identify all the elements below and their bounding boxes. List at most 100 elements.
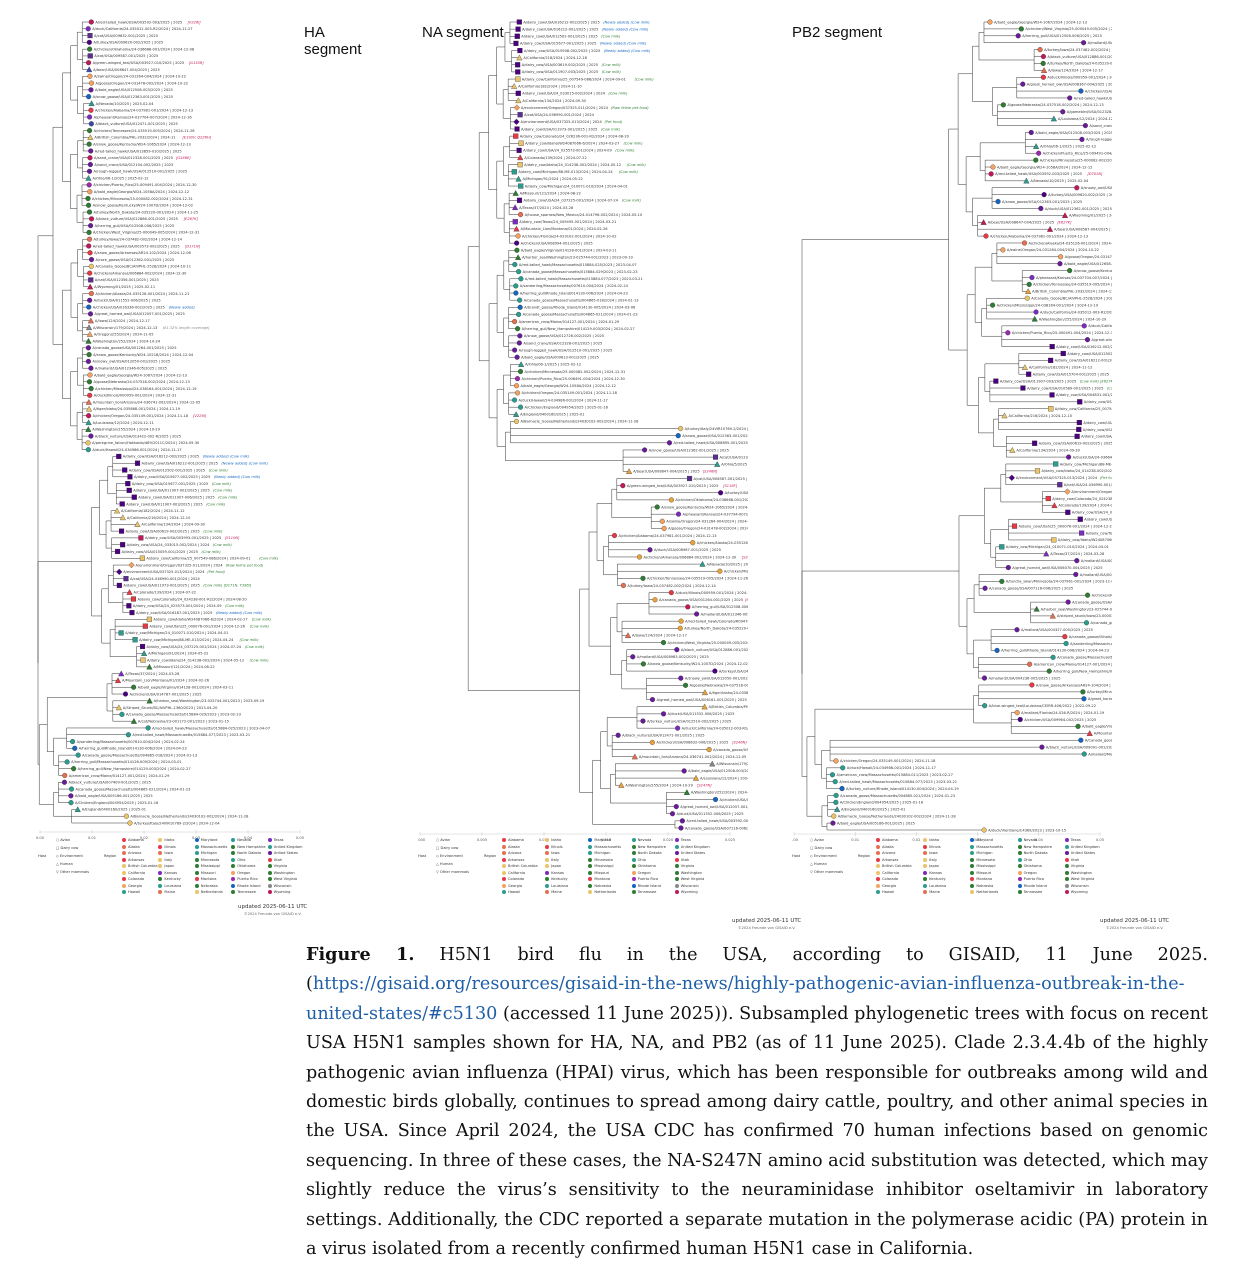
na-tip-marker bbox=[517, 304, 523, 310]
region-color-swatch bbox=[588, 883, 593, 888]
pb2-tips: A/bald_eagle/Georgia/W24-1067/2024 | 202… bbox=[829, 19, 1112, 833]
na-tip-label: A/red-tailed_hawk/USA/008895-001/2025 | … bbox=[673, 441, 748, 445]
region-legend-label: Colorado bbox=[882, 877, 899, 881]
na-tip-marker bbox=[517, 154, 524, 161]
region-color-swatch bbox=[876, 877, 880, 881]
pb2-tip-marker bbox=[1081, 323, 1087, 329]
ha-tip-marker bbox=[138, 535, 144, 541]
pb2-tip-label: A/canada_goose/Massachusetts/004865-018/… bbox=[1057, 656, 1112, 660]
region-color-swatch bbox=[1064, 890, 1069, 894]
na-tip-marker bbox=[513, 383, 520, 389]
pb2-tip-marker bbox=[1079, 530, 1085, 536]
na-tip-label: A/goose/Nebraska/24-037518-002/2024 | 20… bbox=[690, 684, 748, 688]
na-tip-marker bbox=[626, 468, 633, 474]
pb2-tip-marker bbox=[839, 786, 845, 792]
ha-tip-label: A/Barnacle_Goose/Netherlands/24030102-00… bbox=[130, 815, 249, 819]
region-legend-label: Nebraska bbox=[200, 883, 218, 888]
region-color-swatch bbox=[231, 851, 236, 855]
pb2-tip-label: A/Mountain_Lion/Montana/01/2024 | 2024-0… bbox=[1094, 732, 1112, 736]
region-color-swatch bbox=[231, 864, 236, 868]
na-tip-label: A/red-tailed_hawk/Massachusetts/015884-0… bbox=[519, 263, 637, 267]
pb2-tip-marker bbox=[1023, 177, 1030, 184]
na-tip-marker bbox=[518, 361, 525, 367]
na-tip-label: A/dairy_cow/USA/24_025573-001/2024 | 202… bbox=[523, 149, 612, 153]
region-legend-label: United Kingdom bbox=[680, 844, 710, 849]
ha-tip-label: A/dairy_cow/Michigan/24_010071-010/2024 … bbox=[125, 631, 228, 635]
ha-tip-marker bbox=[113, 507, 121, 514]
region-color-swatch bbox=[876, 870, 880, 875]
region-legend-label: Louisiana bbox=[164, 883, 182, 888]
region-color-swatch bbox=[923, 844, 928, 849]
ha-tip-label: A/chicken/Oklahoma/24-036668-001/2024 | … bbox=[94, 47, 195, 51]
region-legend-label: Oklahoma bbox=[637, 864, 656, 868]
region-legend-item: Ohio bbox=[1017, 857, 1032, 862]
region-legend-item: Maryland bbox=[194, 838, 218, 842]
region-legend-label: Maryland bbox=[200, 838, 218, 842]
pb2-tip-label: A/turkey/Iowa/24-037482-002/2024 | 2024-… bbox=[1044, 48, 1112, 52]
na-tip-marker bbox=[514, 33, 520, 39]
caption-link[interactable]: https://gisaid.org/resources/gisaid-in-t… bbox=[306, 974, 1185, 1024]
ha-tip-label: A/red-tailed_hawk/Massachusetts/015884-0… bbox=[152, 726, 270, 730]
ha-tip-label: A/Washington/255/2024 | 2024-10-29 bbox=[92, 428, 160, 432]
na-tip-label: A/dairy_cow/Idaho/24_014238-002/2024 | 2… bbox=[524, 163, 621, 167]
pb2-tip-label: A/chicken/Minnesota/25-000082-002/2024 |… bbox=[1040, 158, 1112, 162]
pb2-tip-label: A/duck/California/24-035012-003/2024 | 2… bbox=[1088, 324, 1112, 328]
pb2-axis: 0.000.010.020.030.040.05 bbox=[792, 832, 1104, 842]
ha-tip-marker bbox=[128, 561, 135, 569]
na-tip-marker bbox=[717, 568, 723, 574]
pb2-tip-marker bbox=[1049, 344, 1055, 350]
region-color-swatch bbox=[122, 883, 126, 888]
region-color-swatch bbox=[1064, 844, 1069, 849]
na-tip-label: A/Washington/252/2024 | 2024-10-24 bbox=[691, 791, 748, 795]
na-tip-note: (Cow milk) bbox=[615, 149, 635, 153]
host-legend-item: ○ Avian bbox=[810, 838, 824, 842]
region-color-swatch bbox=[674, 838, 679, 842]
region-color-swatch bbox=[545, 851, 550, 855]
region-legend-item: British Columbia bbox=[876, 864, 912, 868]
ha-tip-label: A/dairy_cow/Colorado/24_024238-001-R2/20… bbox=[137, 597, 247, 601]
region-color-swatch bbox=[588, 890, 593, 894]
ha-tip-label: A/dairy_cow/USA/016212-002/2025 | 2025 bbox=[123, 455, 199, 459]
region-color-swatch bbox=[158, 877, 163, 881]
region-legend-item: Tennessee bbox=[631, 890, 656, 894]
region-legend-label: Arkansas bbox=[882, 857, 899, 862]
na-tip-marker bbox=[678, 426, 684, 432]
region-legend-label: California bbox=[508, 870, 526, 875]
host-legend-label: Other mammals bbox=[439, 870, 470, 874]
na-tip-label: A/herring_gull/Rhode_Island/014130-006/2… bbox=[520, 291, 628, 295]
na-tip-label: A/dairy_cow/USA/003619-002/2025 | 2025 bbox=[522, 63, 598, 67]
na-tip-label: A/Barnacle_Goose/Netherlands/24030102-00… bbox=[520, 420, 639, 424]
pb2-tip-label: A/Iowa/124/2024 | 2024-12-17 bbox=[1048, 69, 1103, 73]
na-tip-label: A/herring_gull/New_Hampshire/014129-003/… bbox=[522, 327, 635, 331]
region-legend-label: Virginia bbox=[273, 864, 288, 868]
na-tip-label: A/California/182/2024 | 2024-11-10 bbox=[518, 84, 582, 88]
na-tip-note: [S246N] bbox=[742, 555, 748, 559]
na-tip-label: A/canada_goose/USA/001264-001/2025 | 202… bbox=[659, 598, 743, 602]
na-tip-marker bbox=[701, 689, 708, 696]
region-legend-item: Puerto Rico bbox=[231, 877, 258, 881]
diamond-icon: ◇ bbox=[810, 854, 814, 858]
pb2-tip-label: A/dairy_cow/USA/010589-001/2025 | 2025 bbox=[1027, 386, 1103, 390]
host-legend-label: Avian bbox=[60, 838, 71, 842]
region-legend-item: Illinois bbox=[545, 844, 563, 849]
pb2-axis-tick: 0.00 bbox=[792, 838, 799, 842]
triangle-icon: △ bbox=[810, 862, 814, 866]
na-tip-note: [S246N] bbox=[745, 598, 748, 602]
region-legend-label: Alabama bbox=[508, 838, 524, 842]
na-tip-marker bbox=[681, 768, 687, 774]
region-legend-item: Oklahoma bbox=[631, 864, 656, 868]
ha-tip-marker bbox=[85, 337, 92, 344]
na-tip-note: (Cow milk) bbox=[601, 127, 621, 131]
host-legend-label: Human bbox=[813, 862, 827, 866]
ha-tip-marker bbox=[88, 148, 94, 154]
region-color-swatch bbox=[588, 838, 593, 842]
region-legend-label: Montana bbox=[200, 877, 217, 881]
na-tip-marker bbox=[517, 47, 523, 54]
region-color-swatch bbox=[674, 864, 679, 868]
pb2-tip-label: A/dairy_cow/Utah/25_000076-001/2024 | 20… bbox=[1019, 524, 1112, 528]
ha-tip-label: A/snow_goose/Kentucky/W24-1007D/2024 | 2… bbox=[93, 204, 193, 208]
ha-tip-label: A/cat/USA/012356-001/2025 | 2025 bbox=[95, 278, 159, 282]
pb2-tip-marker bbox=[1021, 364, 1028, 370]
na-tip-label: A/England/0400160/2025 | 2025-01 bbox=[520, 413, 584, 417]
ha-tip-marker bbox=[85, 345, 91, 351]
